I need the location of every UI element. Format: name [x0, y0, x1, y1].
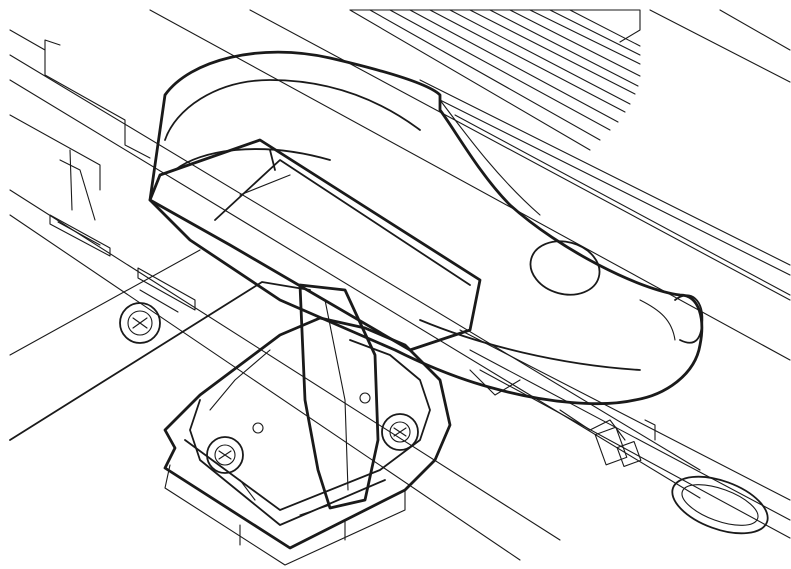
screw-icon	[119, 302, 161, 344]
handle-stem	[298, 283, 380, 510]
handle-body	[148, 50, 704, 406]
screw-icon	[381, 413, 419, 451]
screw-icon	[206, 436, 244, 474]
chassis-background	[9, 9, 791, 561]
bracket-receptacle	[163, 316, 452, 566]
grille-icon	[349, 9, 641, 151]
